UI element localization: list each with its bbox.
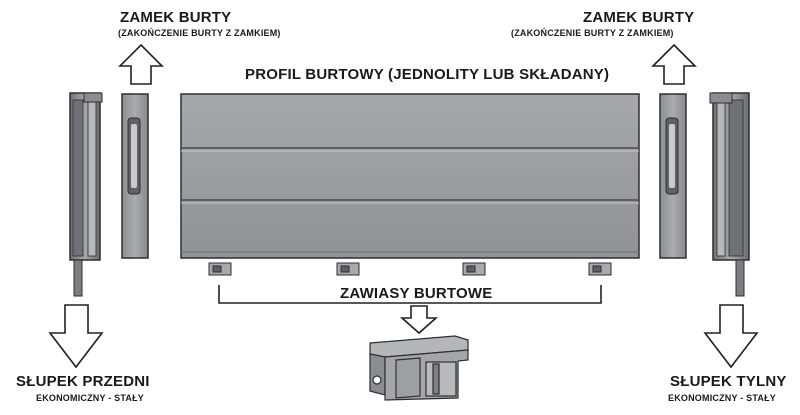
down-arrow-rear-post-icon xyxy=(703,304,759,369)
lock-right-subtitle: (ZAKOŃCZENIE BURTY Z ZAMKIEM) xyxy=(511,28,674,38)
rear-post xyxy=(709,92,750,297)
up-arrow-left-icon xyxy=(118,43,164,85)
lock-left-title: ZAMEK BURTY xyxy=(120,9,232,26)
side-profile-panel xyxy=(180,93,640,259)
hinge-detail xyxy=(369,335,469,401)
hinge-2 xyxy=(336,262,360,276)
post-front-title: SŁUPEK PRZEDNI xyxy=(16,373,150,390)
hinges-title: ZAWIASY BURTOWE xyxy=(340,285,493,302)
hinge-4 xyxy=(588,262,612,276)
hinge-3 xyxy=(462,262,486,276)
lock-right-title: ZAMEK BURTY xyxy=(583,9,695,26)
lock-left-subtitle: (ZAKOŃCZENIE BURTY Z ZAMKIEM) xyxy=(118,28,281,38)
post-rear-title: SŁUPEK TYLNY xyxy=(670,373,787,390)
lock-end-right xyxy=(659,93,687,259)
profile-title: PROFIL BURTOWY (JEDNOLITY LUB SKŁADANY) xyxy=(245,66,610,83)
up-arrow-right-icon xyxy=(651,43,697,85)
post-rear-subtitle: EKONOMICZNY - STAŁY xyxy=(668,393,776,403)
hinges-bracket xyxy=(218,285,602,304)
front-post xyxy=(69,92,103,297)
lock-end-left xyxy=(121,93,149,259)
post-front-subtitle: EKONOMICZNY - STAŁY xyxy=(36,393,144,403)
down-arrow-front-post-icon xyxy=(48,304,104,369)
hinge-1 xyxy=(208,262,232,276)
down-arrow-hinge-icon xyxy=(399,305,439,335)
